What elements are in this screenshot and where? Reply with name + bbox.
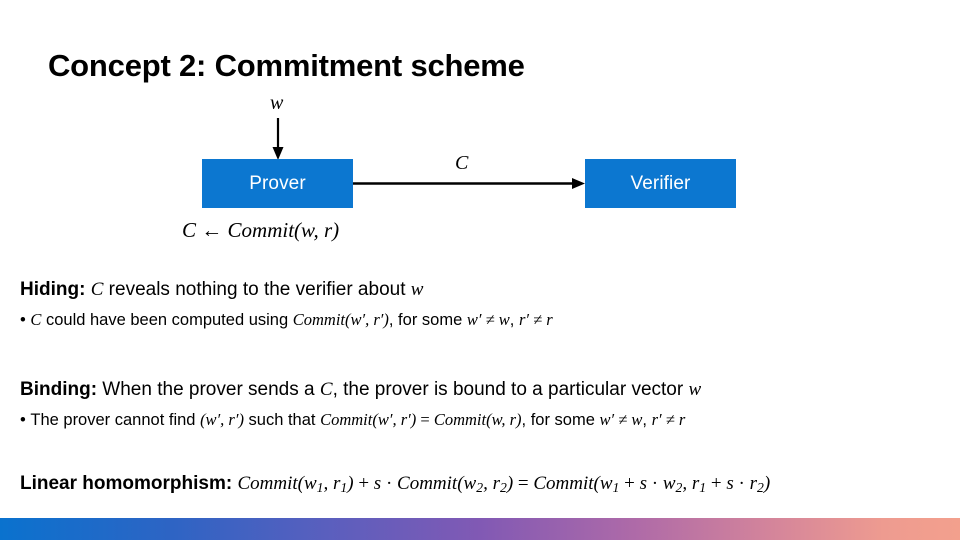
node-prover-label: Prover [249,172,306,194]
property-binding: Binding: When the prover sends a C, the … [20,377,701,402]
binding-bullet-text-1: The prover cannot find [30,411,201,429]
binding-bullet-text-3: , for some [521,411,600,429]
footer-gradient-bar [0,518,960,540]
commit-formula-args: (w, r) [294,218,340,242]
linear-args-3-dot2: · [733,473,750,494]
bullet-marker-icon: • [20,411,26,429]
linear-args-1-sub1: 1 [316,480,324,495]
linear-equals: = [513,473,534,494]
linear-args-3-s1: s [639,473,648,494]
binding-bullet-text-2: such that [243,411,321,429]
binding-bullet-fn-right: Commit [433,410,487,429]
node-verifier-label: Verifier [630,172,691,194]
linear-fn-2: Commit [397,473,458,494]
property-linear-homomorphism: Linear homomorphism: Commit(w1, r1) + s … [20,471,770,500]
binding-bullet-cond-1: w′ ≠ w [599,410,643,429]
binding-bullet-equals: = [416,410,434,429]
linear-fn-1: Commit [237,473,298,494]
linear-args-1-mid: , r [323,473,341,494]
binding-text-2: , the prover is bound to a particular ve… [332,379,689,400]
linear-args-1-open: (w [297,473,317,494]
hiding-text: reveals nothing to the verifier about [103,279,411,300]
binding-symbol-c: C [319,379,333,400]
commitment-diagram: Prover Verifier w C C ← Commit(w, r) [0,0,960,260]
linear-args-2-sub1: 2 [476,480,484,495]
hiding-bullet-cond-2: r′ ≠ r [518,310,553,329]
linear-args-3-open: (w [593,473,613,494]
hiding-bullet-text-2: , for some [388,311,467,329]
linear-args-2-open: (w [457,473,477,494]
hiding-bullet-cond-1: w′ ≠ w [466,310,510,329]
property-hiding: Hiding: C reveals nothing to the verifie… [20,277,423,302]
linear-dot: · [381,473,398,494]
binding-bullet-comma: , [642,411,652,429]
binding-bullet-fn-left: Commit [320,410,373,429]
binding-text-1: When the prover sends a [97,379,320,400]
linear-args-2-sub2: 2 [499,480,507,495]
linear-args-3-sub4: 2 [756,480,764,495]
hiding-bullet-args: (w′, r′) [345,310,389,329]
linear-args-3-w2: w [662,473,676,494]
binding-bullet-args-right: (w, r) [486,410,522,429]
linear-args-1-sub2: 1 [340,480,348,495]
linear-args-2-mid: , r [483,473,500,494]
hiding-bullet-text-1: could have been computed using [41,311,293,329]
linear-args-3-sub1: 1 [612,480,620,495]
arrow-label-w: w [270,92,284,114]
hiding-lead: Hiding: [20,279,86,300]
linear-args-3-b: + [706,473,727,494]
node-prover[interactable]: Prover [202,159,353,208]
linear-args-3-sub2: 2 [675,480,683,495]
bullet-marker-icon: • [20,311,26,329]
binding-bullet-cond-2: r′ ≠ r [651,410,686,429]
linear-args-3-s2: s [726,473,734,494]
linear-lead: Linear homomorphism: [20,473,233,494]
commit-formula-lhs: C [182,218,197,242]
linear-fn-3: Commit [533,473,594,494]
commit-formula: C ← Commit(w, r) [182,218,339,243]
linear-args-3-dot1: · [647,473,663,494]
linear-scalar: s [373,473,382,494]
linear-plus: + [353,473,374,494]
node-verifier[interactable]: Verifier [585,159,736,208]
hiding-bullet-fn: Commit [292,310,345,329]
commit-formula-fn: Commit [227,218,295,242]
linear-args-3-close: ) [763,473,771,494]
binding-lead: Binding: [20,379,98,400]
diagram-arrows [272,118,585,189]
linear-args-3-comma: , r [682,473,700,494]
hiding-bullet-symbol-c: C [30,310,42,329]
arrow-label-c: C [455,152,469,174]
linear-args-3-r2: r [749,473,757,494]
binding-bullet: • The prover cannot find (w′, r′) such t… [20,409,685,431]
binding-bullet-pair: (w′, r′) [200,410,244,429]
linear-args-2-close: ) [506,473,514,494]
page-title: Concept 2: Commitment scheme [48,48,525,83]
hiding-symbol-w: w [410,279,424,300]
hiding-symbol-c: C [90,279,104,300]
hiding-bullet: • C could have been computed using Commi… [20,309,553,331]
commit-formula-arrow: ← [201,218,223,242]
binding-bullet-args-left: (w′, r′) [372,410,417,429]
binding-symbol-w: w [688,379,702,400]
linear-args-3-a: + [619,473,640,494]
linear-args-1-close: ) [347,473,354,494]
linear-args-3-sub3: 1 [699,480,707,495]
hiding-bullet-comma: , [509,311,519,329]
